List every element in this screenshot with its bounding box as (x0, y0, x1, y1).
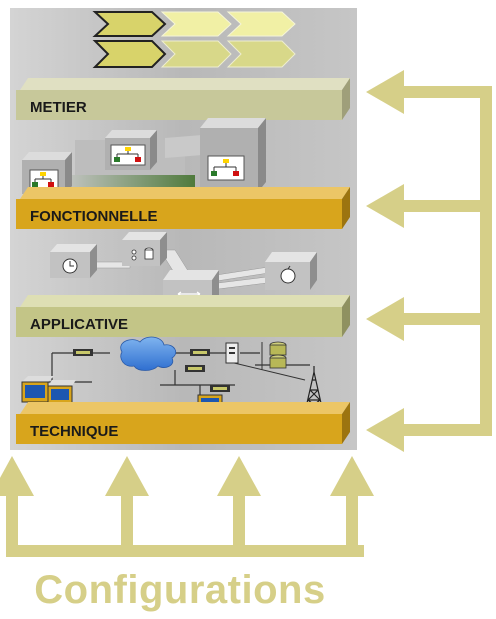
arrow-shaft (346, 488, 358, 557)
layer-technique: TECHNIQUE (16, 402, 350, 444)
chevron-icon (226, 11, 296, 37)
layer-bar (16, 199, 342, 229)
chevron-icon (92, 40, 167, 68)
cloud-icon (120, 336, 177, 371)
layer-label: TECHNIQUE (30, 423, 118, 440)
layer-bar (16, 414, 342, 444)
arrow-head-left (366, 297, 404, 341)
clock-icon (62, 258, 78, 274)
functional-modules (22, 118, 266, 194)
configurations-label: Configurations (34, 568, 326, 612)
chevron-icon (92, 11, 167, 37)
chevron-icon (160, 11, 232, 37)
arrow-shaft (6, 488, 18, 557)
layer-label: APPLICATIVE (30, 316, 128, 333)
database-icon (261, 341, 287, 370)
arrow-shaft (395, 86, 492, 98)
org-chart-icon (211, 159, 239, 176)
chevron-icon (160, 40, 232, 68)
org-chart-icon (32, 172, 54, 187)
org-chart-icon (114, 147, 141, 162)
computer-icon (47, 380, 76, 405)
arrow-head-up (0, 456, 34, 496)
arrow-shaft (395, 424, 492, 436)
configuration-arrows (0, 456, 374, 557)
arrow-head-left (366, 184, 404, 228)
arrow-shaft (395, 200, 492, 212)
module-icon (265, 252, 317, 290)
module-icon (122, 232, 167, 266)
layer-bar (16, 307, 342, 337)
feedback-arrows (366, 70, 492, 452)
vertical-connector (480, 86, 492, 436)
arrow-shaft (121, 488, 133, 557)
arrow-shaft (395, 313, 492, 325)
module-icon (50, 244, 97, 278)
application-components (50, 232, 317, 308)
connector (94, 249, 276, 291)
layer-metier: METIER (16, 78, 350, 120)
layer-fonctionnelle: FONCTIONNELLE (16, 187, 350, 229)
server-icon (225, 342, 239, 364)
module-icon (200, 118, 266, 192)
module-icon (105, 130, 157, 170)
layer-bar (16, 90, 342, 120)
arrow-shaft (233, 488, 245, 557)
horizontal-connector (6, 545, 364, 557)
chevron-icon (226, 40, 296, 68)
chevron-row-top (92, 11, 296, 37)
arrow-head-up (105, 456, 149, 496)
layer-label: FONCTIONNELLE (30, 208, 158, 225)
arrow-head-up (330, 456, 374, 496)
arrow-head-up (217, 456, 261, 496)
database-icon (131, 247, 154, 261)
chevron-row-bottom (92, 40, 296, 68)
arrow-head-left (366, 70, 404, 114)
arrow-head-left (366, 408, 404, 452)
layer-applicative: APPLICATIVE (16, 295, 350, 337)
layer-label: METIER (30, 99, 87, 116)
